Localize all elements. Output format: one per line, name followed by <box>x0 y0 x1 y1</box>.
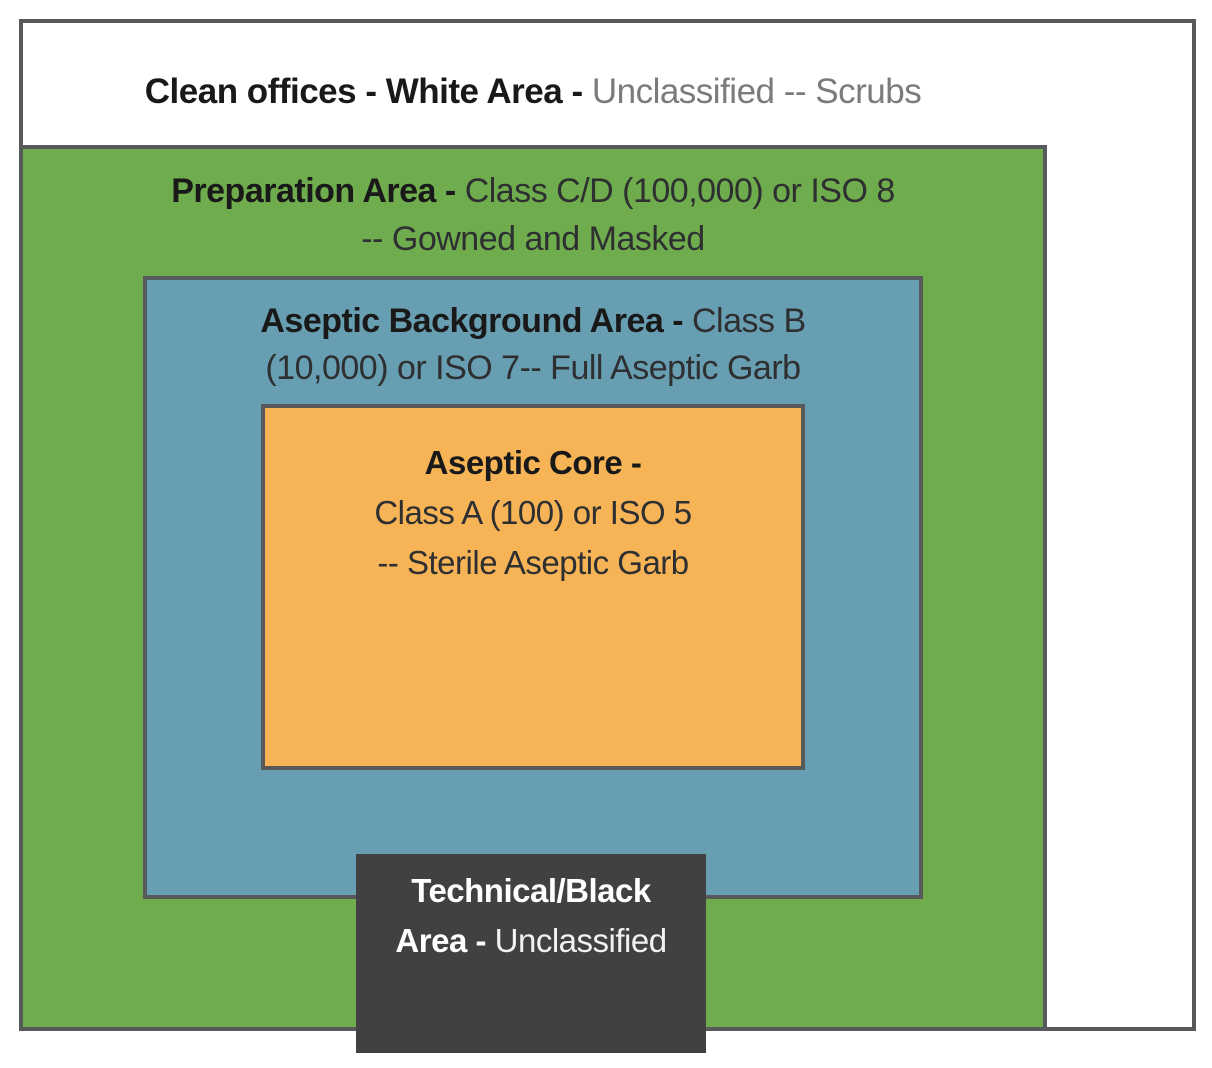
aseptic-core-label-class: Class A (100) or ISO 5 <box>374 494 692 531</box>
technical-area-box: Technical/Black Area - Unclassified <box>356 854 706 1053</box>
aseptic-core-line2: Class A (100) or ISO 5 <box>265 488 801 538</box>
technical-area-label-bold2: Area - <box>395 922 495 959</box>
technical-area-line2: Area - Unclassified <box>356 916 706 966</box>
technical-area-label-bold1: Technical/Black <box>411 872 651 909</box>
aseptic-background-label-bold: Aseptic Background Area - <box>260 302 692 340</box>
technical-area-line1: Technical/Black <box>356 866 706 916</box>
aseptic-core-label-bold: Aseptic Core - <box>424 444 642 481</box>
aseptic-background-label-garb: (10,000) or ISO 7-- Full Aseptic Garb <box>265 349 801 387</box>
technical-area-label: Technical/Black Area - Unclassified <box>356 866 706 966</box>
white-area-label: Clean offices - White Area - Unclassifie… <box>19 71 1047 113</box>
aseptic-core-label-garb: -- Sterile Aseptic Garb <box>377 544 689 581</box>
aseptic-core-label: Aseptic Core - Class A (100) or ISO 5 --… <box>265 438 801 588</box>
aseptic-background-line2: (10,000) or ISO 7-- Full Aseptic Garb <box>147 345 919 392</box>
preparation-area-label-garb: -- Gowned and Masked <box>361 220 705 258</box>
white-area-label-muted: Unclassified -- Scrubs <box>591 72 922 111</box>
aseptic-background-line1: Aseptic Background Area - Class B <box>147 298 919 345</box>
aseptic-background-area-label: Aseptic Background Area - Class B (10,00… <box>147 298 919 392</box>
aseptic-background-label-class: Class B <box>691 302 806 340</box>
preparation-area-label-bold: Preparation Area - <box>171 172 465 210</box>
preparation-area-label-class: Class C/D (100,000) or ISO 8 <box>464 172 896 210</box>
aseptic-core-line1: Aseptic Core - <box>265 438 801 488</box>
aseptic-core-box: Aseptic Core - Class A (100) or ISO 5 --… <box>261 404 805 770</box>
aseptic-core-line3: -- Sterile Aseptic Garb <box>265 538 801 588</box>
preparation-area-line2: -- Gowned and Masked <box>23 215 1043 263</box>
technical-area-label-rest: Unclassified <box>494 922 667 959</box>
preparation-area-line1: Preparation Area - Class C/D (100,000) o… <box>23 167 1043 215</box>
white-area-label-bold: Clean offices - White Area - <box>144 72 592 111</box>
preparation-area-label: Preparation Area - Class C/D (100,000) o… <box>23 167 1043 263</box>
